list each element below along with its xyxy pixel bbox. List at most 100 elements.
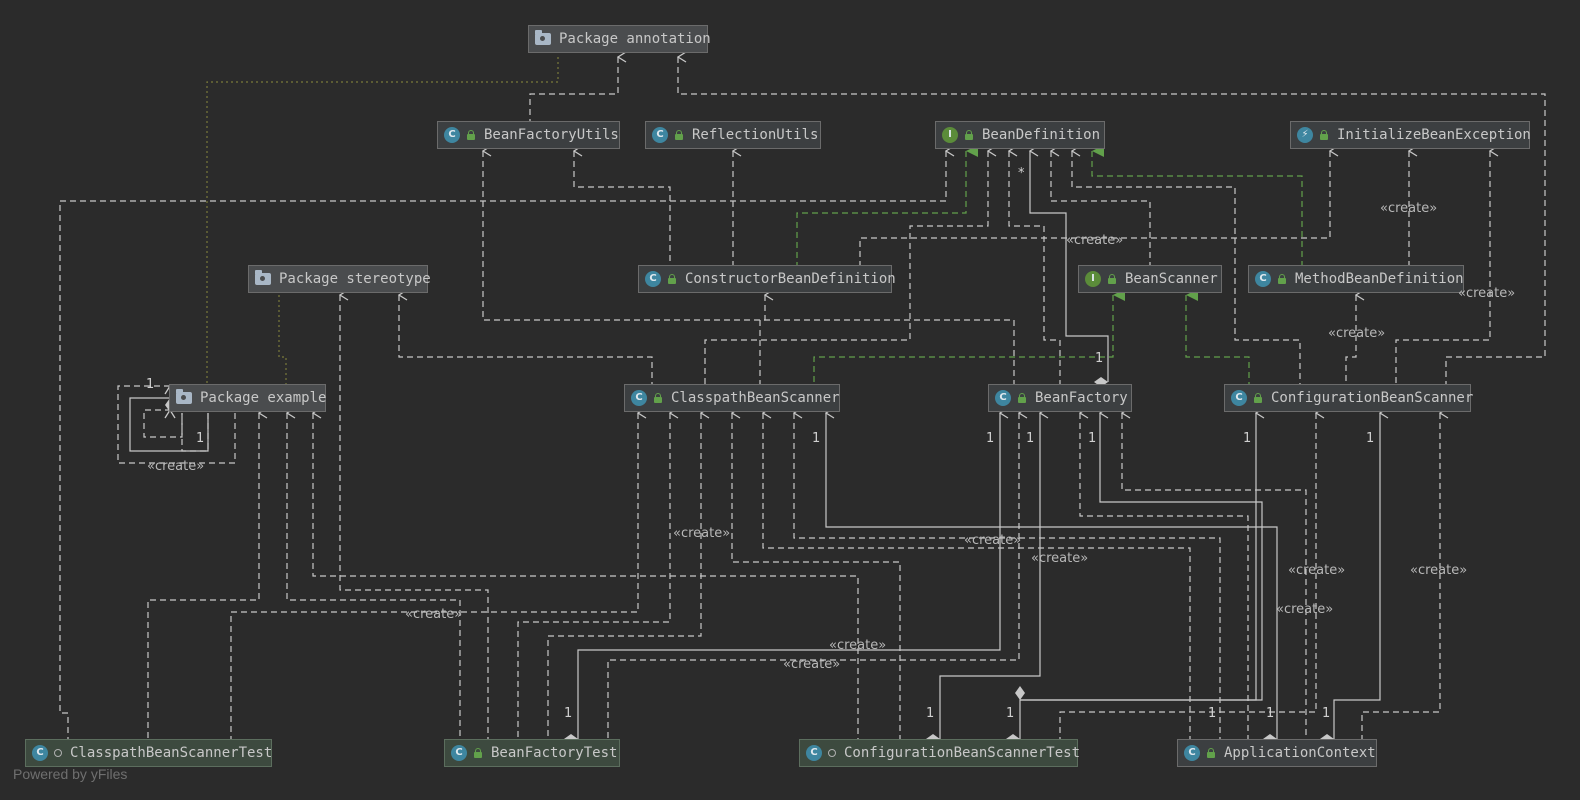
multiplicity-label: 1 bbox=[1208, 706, 1217, 721]
create-label: «create» bbox=[1328, 326, 1386, 341]
realization-edge bbox=[796, 145, 978, 265]
realization-edges bbox=[796, 145, 1303, 384]
package-example[interactable]: Package example bbox=[169, 384, 326, 412]
association-edge bbox=[1030, 151, 1109, 382]
node-label: MethodBeanDefinition bbox=[1295, 271, 1464, 287]
node-label: BeanScanner bbox=[1125, 271, 1218, 287]
public-lock-icon bbox=[667, 274, 677, 284]
class-icon: C bbox=[1231, 390, 1247, 406]
dep-edge bbox=[313, 413, 859, 739]
public-lock-icon bbox=[1107, 274, 1117, 284]
node-label: ClasspathBeanScanner bbox=[671, 390, 840, 406]
node-label: Package stereotype bbox=[279, 271, 431, 287]
dep-edge bbox=[759, 295, 765, 384]
class-classpath-bean-scanner-test[interactable]: C ClasspathBeanScannerTest bbox=[25, 739, 272, 767]
interface-bean-scanner[interactable]: I BeanScanner bbox=[1078, 265, 1222, 293]
class-classpath-bean-scanner[interactable]: C ClasspathBeanScanner bbox=[624, 384, 840, 412]
dep-edge bbox=[230, 413, 638, 739]
public-lock-icon bbox=[1319, 130, 1329, 140]
dep-edge bbox=[1009, 151, 1061, 384]
public-lock-icon bbox=[964, 130, 974, 140]
multiplicity-label: 1 bbox=[564, 706, 573, 721]
multiplicity-label: 1 bbox=[1088, 431, 1097, 446]
dep-edge bbox=[59, 151, 946, 739]
class-bean-factory[interactable]: C BeanFactory bbox=[988, 384, 1132, 412]
public-lock-icon bbox=[653, 393, 663, 403]
multiplicity-label: 1 bbox=[1366, 431, 1375, 446]
association-edge bbox=[940, 413, 1040, 739]
node-label: ApplicationContext bbox=[1224, 745, 1376, 761]
exception-initialize-bean[interactable]: ⚡ InitializeBeanException bbox=[1290, 121, 1531, 149]
package-annotation[interactable]: Package annotation bbox=[528, 25, 711, 53]
dep-edge bbox=[143, 410, 183, 438]
create-label: «create» bbox=[405, 607, 463, 622]
test-class-icon: C bbox=[32, 745, 48, 761]
multiplicity-label: 1 bbox=[986, 431, 995, 446]
class-configuration-bean-scanner-test[interactable]: C ConfigurationBeanScannerTest bbox=[799, 739, 1081, 767]
interface-bean-definition[interactable]: I BeanDefinition bbox=[935, 121, 1105, 149]
node-label: ConfigurationBeanScannerTest bbox=[844, 745, 1081, 761]
create-label: «create» bbox=[673, 526, 731, 541]
realization-edge bbox=[813, 289, 1125, 384]
dep-edge bbox=[399, 295, 653, 384]
class-constructor-bean-definition[interactable]: C ConstructorBeanDefinition bbox=[638, 265, 896, 293]
dep-edge bbox=[678, 57, 1546, 384]
public-lock-icon bbox=[466, 130, 476, 140]
node-label: BeanFactoryUtils bbox=[484, 127, 619, 143]
dep-edge bbox=[1080, 413, 1249, 739]
node-label: Package example bbox=[200, 390, 327, 406]
package-private-icon bbox=[828, 749, 836, 757]
folder-icon bbox=[535, 30, 551, 45]
dep-edge bbox=[147, 413, 259, 739]
public-lock-icon bbox=[1017, 393, 1027, 403]
exception-icon: ⚡ bbox=[1297, 127, 1313, 143]
test-class-icon: C bbox=[451, 745, 467, 761]
class-icon: C bbox=[652, 127, 668, 143]
node-label: BeanFactoryTest bbox=[491, 745, 618, 761]
multiplicity-label: 1 bbox=[1095, 351, 1104, 366]
dep-edge bbox=[1345, 295, 1356, 384]
multiplicity-label: 1 bbox=[1026, 431, 1035, 446]
association-edge bbox=[1334, 413, 1380, 739]
node-label: ReflectionUtils bbox=[692, 127, 819, 143]
dep-edge bbox=[340, 295, 489, 739]
folder-icon bbox=[255, 270, 271, 285]
realization-edge bbox=[1185, 289, 1250, 384]
dep-edge bbox=[1395, 151, 1490, 384]
class-method-bean-definition[interactable]: C MethodBeanDefinition bbox=[1248, 265, 1464, 293]
package-links bbox=[206, 57, 559, 384]
node-label: ClasspathBeanScannerTest bbox=[70, 745, 273, 761]
package-private-icon bbox=[54, 749, 62, 757]
dep-edge bbox=[287, 413, 461, 739]
dep-edge bbox=[574, 151, 671, 265]
yfiles-watermark: Powered by yFiles bbox=[13, 766, 128, 782]
class-application-context[interactable]: C ApplicationContext bbox=[1177, 739, 1377, 767]
dep-edge bbox=[117, 386, 236, 464]
class-configuration-bean-scanner[interactable]: C ConfigurationBeanScanner bbox=[1224, 384, 1474, 412]
node-label: BeanDefinition bbox=[982, 127, 1101, 143]
class-icon: C bbox=[444, 127, 460, 143]
create-label: «create» bbox=[829, 638, 887, 653]
public-lock-icon bbox=[1253, 393, 1263, 403]
node-label: ConfigurationBeanScanner bbox=[1271, 390, 1474, 406]
multiplicity-label: 1 bbox=[1006, 706, 1015, 721]
interface-icon: I bbox=[1085, 271, 1101, 287]
create-label: «create» bbox=[1276, 602, 1334, 617]
class-reflection-utils[interactable]: C ReflectionUtils bbox=[645, 121, 821, 149]
package-link bbox=[278, 295, 287, 384]
dep-edge bbox=[483, 151, 1015, 384]
node-label: BeanFactory bbox=[1035, 390, 1128, 406]
class-icon: C bbox=[631, 390, 647, 406]
multiplicity-label: 1 bbox=[196, 431, 205, 446]
multiplicity-label: 1 bbox=[1322, 706, 1331, 721]
class-bean-factory-test[interactable]: C BeanFactoryTest bbox=[444, 739, 620, 767]
dep-edge bbox=[1122, 413, 1307, 739]
package-stereotype[interactable]: Package stereotype bbox=[248, 265, 431, 293]
node-label: ConstructorBeanDefinition bbox=[685, 271, 896, 287]
association-edge bbox=[826, 413, 1278, 739]
multiplicity-label: * bbox=[1018, 166, 1025, 181]
class-bean-factory-utils[interactable]: C BeanFactoryUtils bbox=[437, 121, 620, 149]
create-label: «create» bbox=[1380, 201, 1438, 216]
dep-edge bbox=[763, 413, 1191, 739]
